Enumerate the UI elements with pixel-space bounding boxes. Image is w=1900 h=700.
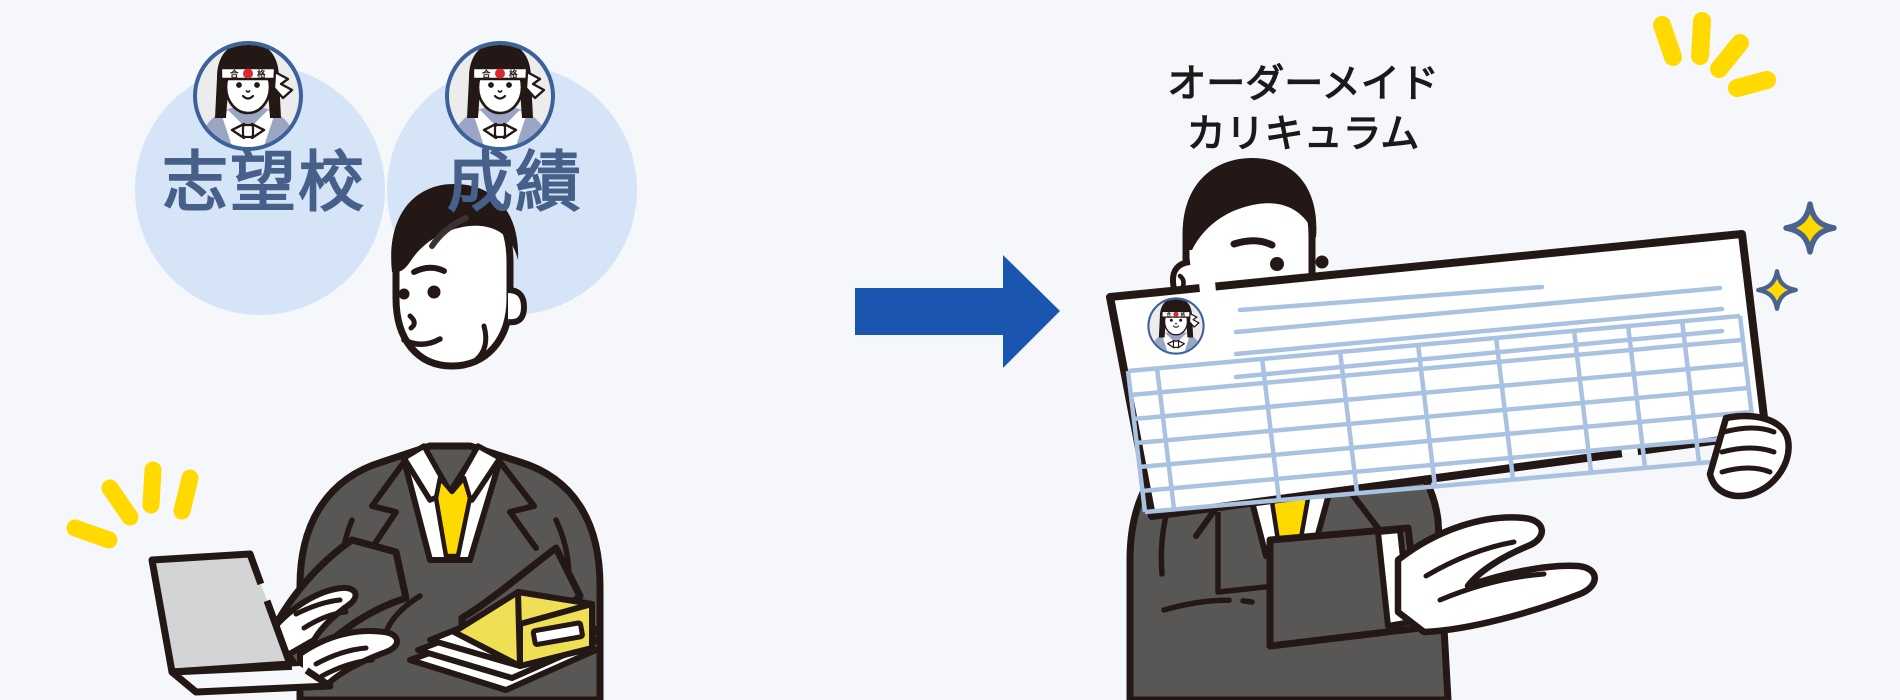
bubble-label-desired-school: 志望校 bbox=[162, 144, 366, 221]
heading-line-1: オーダーメイド bbox=[1165, 60, 1441, 110]
sheet-text-lines bbox=[1233, 284, 1725, 380]
avatar-badge-desired-school bbox=[195, 42, 301, 152]
hand-holding-sheet-right bbox=[1706, 412, 1792, 500]
books-and-binder bbox=[407, 589, 603, 693]
avatar-badge-grades bbox=[447, 42, 553, 152]
sheet-table bbox=[1125, 313, 1760, 515]
hand-supporting-sheet bbox=[1394, 514, 1598, 636]
hands-typing bbox=[269, 584, 400, 687]
bubble-desired-school bbox=[135, 65, 385, 315]
burst-dashes-right bbox=[1653, 12, 1776, 97]
curriculum-sheet bbox=[1106, 230, 1792, 636]
sparkle-dashes-left bbox=[66, 461, 199, 549]
heading-text-2: カリキュラム bbox=[1186, 111, 1420, 157]
heading-text-1: オーダーメイド bbox=[1167, 62, 1439, 107]
bubble-label-grades: 成績 bbox=[447, 144, 583, 221]
heading-line-2: カリキュラム bbox=[1184, 110, 1422, 160]
transition-arrow bbox=[855, 255, 1060, 368]
laptop bbox=[148, 550, 334, 696]
person-student-at-laptop bbox=[268, 184, 604, 700]
sheet-avatar-badge bbox=[1148, 298, 1203, 355]
heading-block: オーダーメイド カリキュラム bbox=[1143, 60, 1463, 160]
